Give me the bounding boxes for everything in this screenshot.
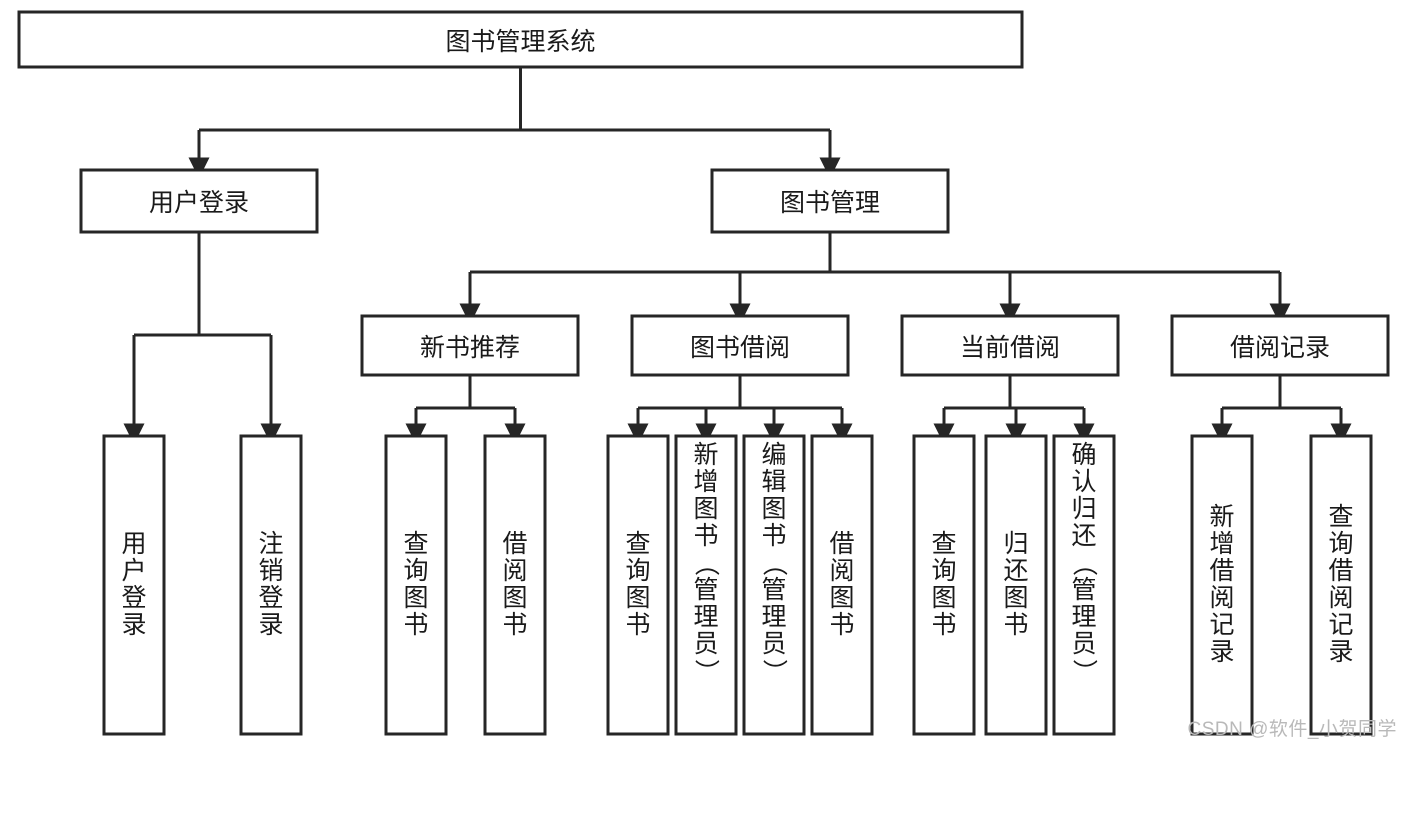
node-box-leaf-query-book-borrow[interactable] [606, 434, 670, 736]
node-box-borrow-record[interactable] [1170, 314, 1390, 377]
node-box-leaf-return-book[interactable] [984, 434, 1048, 736]
node-box-leaf-edit-book-admin[interactable] [742, 434, 806, 736]
node-box-leaf-add-book-admin[interactable] [674, 434, 738, 736]
node-box-new-book-recommend[interactable] [360, 314, 580, 377]
node-box-leaf-query-borrow-record[interactable] [1309, 434, 1373, 736]
diagram-canvas: 图书管理系统用户登录图书管理新书推荐图书借阅当前借阅借阅记录用户登录注销登录查询… [17, 10, 1397, 740]
node-box-root[interactable] [17, 10, 1024, 69]
node-box-layer [17, 10, 1390, 736]
node-box-leaf-borrow-book[interactable] [810, 434, 874, 736]
node-box-leaf-logout[interactable] [239, 434, 303, 736]
node-box-user-login[interactable] [79, 168, 319, 234]
node-box-leaf-query-book-current[interactable] [912, 434, 976, 736]
flowchart-svg [17, 10, 1390, 736]
node-box-leaf-confirm-return-admin[interactable] [1052, 434, 1116, 736]
watermark-text: CSDN @软件_小贺同学 [1187, 719, 1397, 740]
node-box-book-borrow[interactable] [630, 314, 850, 377]
node-box-current-borrow[interactable] [900, 314, 1120, 377]
node-box-book-management[interactable] [710, 168, 950, 234]
node-box-leaf-query-book-recommend[interactable] [384, 434, 448, 736]
connector-layer [123, 67, 1352, 445]
node-box-leaf-user-login[interactable] [102, 434, 166, 736]
node-box-leaf-borrow-book-recommend[interactable] [483, 434, 547, 736]
node-box-leaf-add-borrow-record[interactable] [1190, 434, 1254, 736]
